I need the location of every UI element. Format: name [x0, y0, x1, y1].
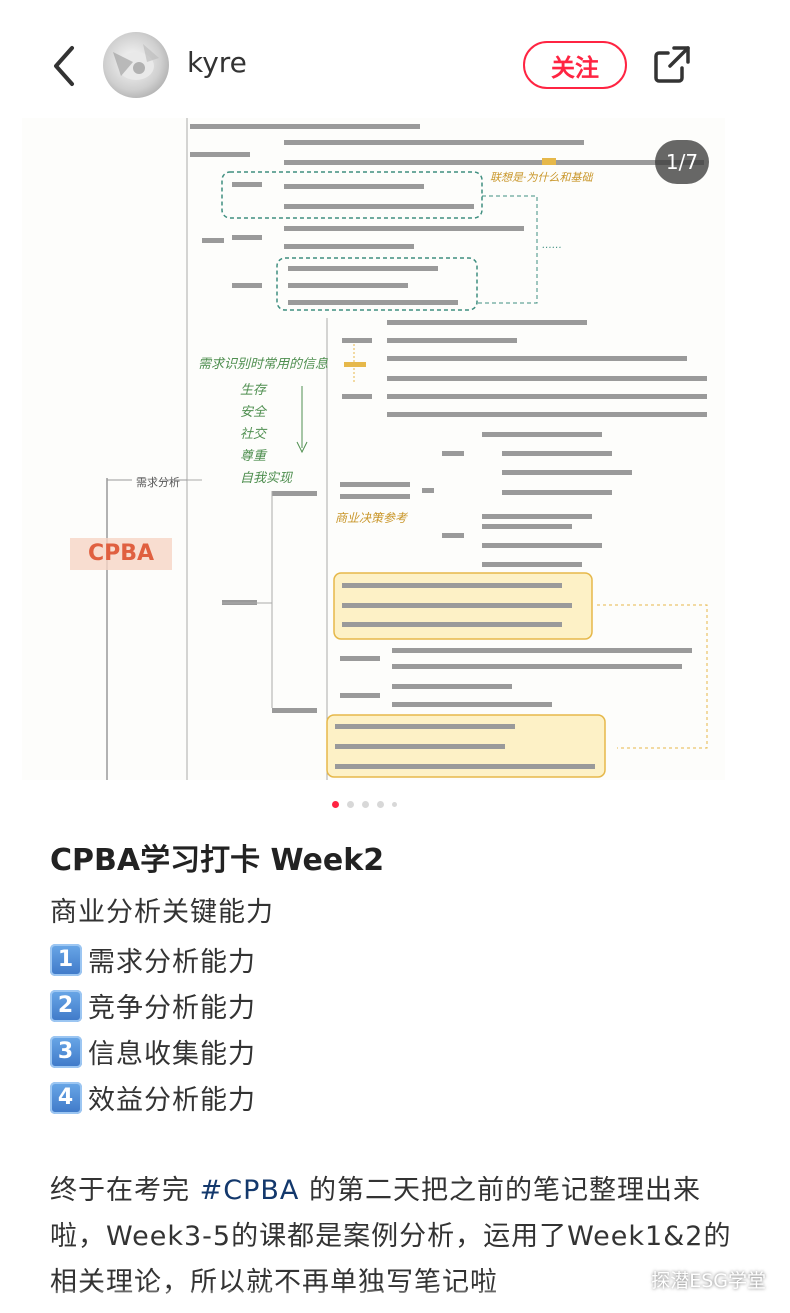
avatar-image: [113, 44, 159, 80]
number-keycap-icon: 1: [50, 943, 82, 976]
handwritten-item: 尊重: [240, 449, 268, 464]
post-body: 终于在考完 #CPBA 的第二天把之前的笔记整理出来啦，Week3-5的课都是案…: [50, 1168, 740, 1306]
handwritten-note-2: 商业决策参考: [335, 511, 409, 525]
mindmap-image: CPBA 需求分析 联想是·为什么和基础: [70, 118, 708, 780]
avatar[interactable]: [103, 32, 169, 98]
post-subtitle: 商业分析关键能力: [50, 897, 274, 928]
body-text: 的第二天把之前的笔记整理出来啦，Week3-5的课都是案例分析，运用了Week1…: [50, 1175, 732, 1298]
list-item: 2 竞争分析能力: [50, 986, 256, 1025]
watermark: 探潜ESG学堂: [623, 1266, 766, 1293]
post-title: CPBA学习打卡 Week2: [50, 843, 385, 878]
annotation-note: 联想是·为什么和基础: [490, 171, 593, 184]
list-item: 3 信息收集能力: [50, 1032, 256, 1071]
image-counter: 1/7: [655, 140, 709, 184]
list-item-text: 信息收集能力: [88, 1039, 256, 1070]
pagination-dot[interactable]: [392, 801, 397, 807]
handwritten-note: 需求识别时常用的信息: [198, 356, 328, 372]
handwritten-item: 社交: [240, 426, 268, 442]
post-header: kyre 关注: [0, 0, 790, 118]
bottom-fade: [0, 1290, 790, 1313]
list-item-text: 竞争分析能力: [88, 993, 256, 1024]
handwritten-item: 安全: [240, 404, 268, 420]
wechat-icon: [623, 1271, 645, 1288]
share-icon[interactable]: [652, 44, 692, 84]
body-text: 终于在考完: [50, 1175, 200, 1206]
post-image-carousel[interactable]: CPBA 需求分析 联想是·为什么和基础: [22, 118, 725, 780]
back-icon[interactable]: [44, 40, 84, 92]
watermark-text: 探潜ESG学堂: [651, 1270, 766, 1292]
pagination-dot[interactable]: [347, 800, 354, 808]
list-item: 1 需求分析能力: [50, 940, 256, 979]
follow-button[interactable]: 关注: [523, 41, 627, 89]
pagination-dot[interactable]: [332, 800, 339, 808]
list-item-text: 需求分析能力: [88, 947, 256, 978]
handwritten-item: 生存: [240, 383, 268, 398]
number-keycap-icon: 2: [50, 989, 82, 1022]
number-keycap-icon: 3: [50, 1035, 82, 1068]
list-item-text: 效益分析能力: [88, 1085, 256, 1116]
svg-text:……: ……: [542, 240, 562, 251]
root-label: CPBA: [88, 541, 154, 566]
list-item: 4 效益分析能力: [50, 1078, 256, 1117]
carousel-pagination[interactable]: [332, 800, 397, 808]
handwritten-item: 自我实现: [240, 470, 294, 486]
number-keycap-icon: 4: [50, 1081, 82, 1114]
hashtag-link[interactable]: #CPBA: [199, 1175, 300, 1206]
pagination-dot[interactable]: [377, 800, 384, 808]
branch-label: 需求分析: [136, 475, 180, 489]
username[interactable]: kyre: [187, 46, 247, 79]
pagination-dot[interactable]: [362, 800, 369, 808]
